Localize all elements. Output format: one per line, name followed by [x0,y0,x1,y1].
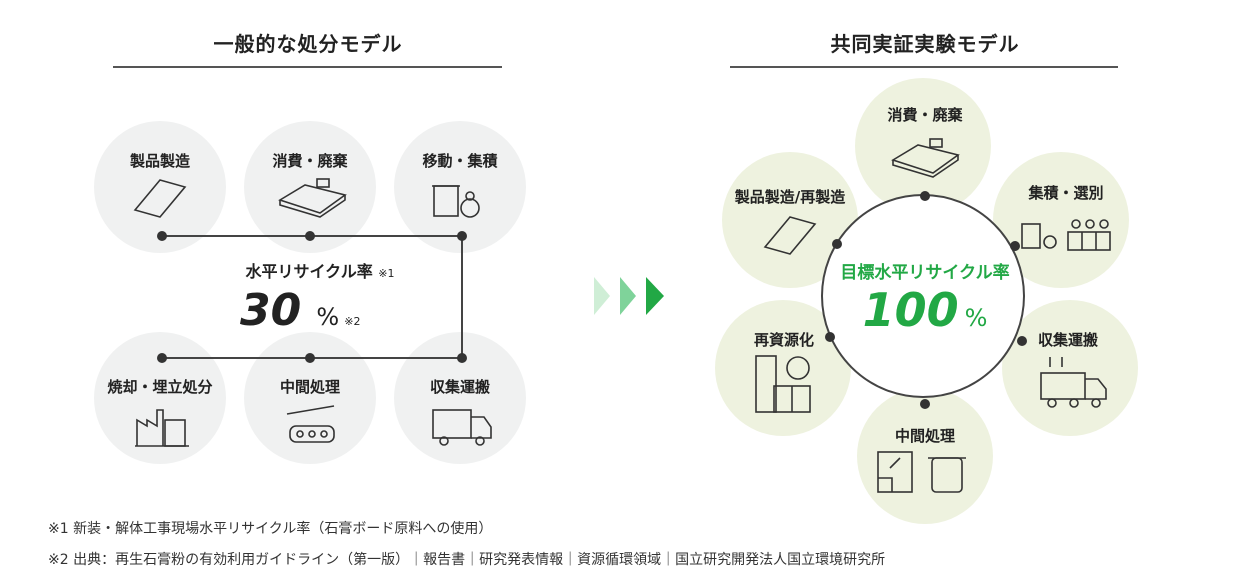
ring-dot [832,239,842,249]
step-label-collection: 移動・集積 [422,152,498,170]
step-label-manufacture: 製品製造 [129,152,190,170]
processing-icon [877,451,966,493]
step-label-consumption: 消費・廃棄 [887,106,963,124]
flow-dot [305,353,315,363]
ring-dot [825,332,835,342]
note-marker-1: ※1 [378,267,395,280]
right-title-divider [730,66,1118,68]
rate-number: 30 [240,285,302,336]
transition-arrows-icon [594,277,664,315]
step-label-recycling: 再資源化 [753,331,814,349]
note-marker-2: ※2 [344,315,361,328]
step-label-intermediate: 中間処理 [894,427,955,445]
loaded-truck-icon [1040,357,1107,408]
flow-dot [305,231,315,241]
step-label-consumption: 消費・廃棄 [272,152,348,170]
step-label-transport: 収集運搬 [1037,331,1098,349]
step-label-sorting: 集積・選別 [1028,184,1104,202]
board-icon [133,179,187,218]
left-title-divider [113,66,502,68]
step-circle [1002,300,1138,436]
step-label-intermediate: 中間処理 [279,378,340,396]
step-circle [857,388,993,524]
flow-dot [157,231,167,241]
recycle-rate-label: 水平リサイクル率 ※1 [220,258,420,282]
ring-dot [1010,241,1020,251]
ring-dot [920,191,930,201]
right-model-title: 共同実証実験モデル [830,32,1020,56]
target-rate-value: 100% [820,283,1030,337]
sorting-icon [1021,219,1111,251]
left-model-title: 一般的な処分モデル [213,32,403,56]
footnote-2: ※2 出典：再生石膏粉の有効利用ガイドライン（第一版）｜報告書｜研究発表情報｜資… [48,552,886,568]
broken-board-icon [891,138,960,178]
crusher-icon [286,405,335,443]
broken-board-icon [278,178,347,218]
flow-dot [457,353,467,363]
step-label-remanufacture: 製品製造/再製造 [734,188,846,206]
rate-unit: % [316,303,340,331]
step-label-incineration: 焼却・埋立処分 [107,378,213,396]
target-rate-label: 目標水平リサイクル率 [840,263,1010,283]
truck-icon [432,409,492,446]
step-label-transport: 収集運搬 [429,378,490,396]
ring-dot [920,399,930,409]
recycle-rate-value: 30 % ※2 [240,285,360,336]
flow-dot [457,231,467,241]
board-icon [763,216,817,255]
target-number: 100 [862,283,959,337]
trash-bins-icon [432,185,480,218]
recycling-machine-icon [755,355,811,413]
factory-icon [135,409,189,447]
footnote-1: ※1 新装・解体工事現場水平リサイクル率（石膏ボード原料への使用） [48,521,493,537]
ring-dot [1017,336,1027,346]
recycle-ring [821,194,1025,398]
flow-dot [157,353,167,363]
target-unit: % [964,304,988,332]
recycle-rate-text: 水平リサイクル率 [245,262,373,281]
